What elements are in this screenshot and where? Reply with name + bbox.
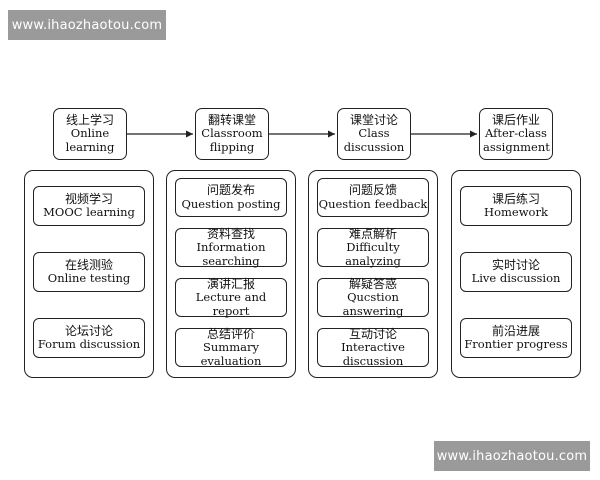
stage-after-class-assignment: 课后作业 After-class assignment — [479, 108, 553, 160]
step-label-en: MOOC learning — [43, 205, 135, 220]
step-information-searching: 资料查找 Information searching — [175, 226, 287, 268]
step-label-en: Qucstion answering — [342, 289, 404, 318]
stage-label-cn: 线上学习 — [65, 113, 114, 127]
step-label-en: Frontier progress — [464, 337, 568, 352]
stage-label-en: Class discussion — [343, 126, 405, 155]
step-label-en: Question posting — [181, 196, 281, 211]
step-label-en: Summary evaluation — [200, 339, 262, 368]
step-label-cn: 解疑答惑 — [348, 276, 397, 291]
step-question-answering: 解疑答惑 Qucstion answering — [317, 276, 429, 318]
step-label-en: Homework — [484, 205, 548, 220]
stage-classroom-flipping: 翻转课堂 Classroom flipping — [195, 108, 269, 160]
step-mooc-learning: 视频学习 MOOC learning — [33, 186, 145, 226]
step-label-cn: 难点解析 — [348, 226, 397, 241]
step-label-cn: 互动讨论 — [348, 326, 397, 341]
step-online-testing: 在线测验 Online testing — [33, 252, 145, 292]
stage-online-learning: 线上学习 Online learning — [53, 108, 127, 160]
step-summary-evaluation: 总结评价 Summary evaluation — [175, 326, 287, 368]
step-label-cn: 实时讨论 — [491, 257, 540, 272]
stage-label-cn: 翻转课堂 — [207, 113, 256, 127]
stage-label-cn: 课后作业 — [491, 113, 540, 127]
step-label-cn: 论坛讨论 — [64, 323, 113, 338]
step-frontier-progress: 前沿进展 Frontier progress — [460, 318, 572, 358]
step-label-en: Online testing — [47, 271, 131, 286]
stage-label-en: After-class assignment — [483, 126, 550, 155]
step-label-en: Forum discussion — [37, 337, 141, 352]
step-label-cn: 课后练习 — [491, 191, 540, 206]
step-label-en: Lecture and report — [195, 289, 267, 318]
watermark-bottom: www.ihaozhaotou.com — [434, 441, 590, 471]
step-question-feedback: 问题反馈 Question feedback — [317, 178, 429, 217]
stage-label-cn: 课堂讨论 — [349, 113, 398, 127]
step-difficulty-analyzing: 难点解析 Difficulty analyzing — [317, 226, 429, 268]
step-label-cn: 资料查找 — [206, 226, 255, 241]
step-interactive-discussion: 互动讨论 Interactive discussion — [317, 326, 429, 368]
stage-class-discussion: 课堂讨论 Class discussion — [337, 108, 411, 160]
step-forum-discussion: 论坛讨论 Forum discussion — [33, 318, 145, 358]
step-label-cn: 前沿进展 — [491, 323, 540, 338]
step-label-en: Information searching — [196, 239, 266, 268]
step-label-en: Question feedback — [318, 196, 428, 211]
step-label-cn: 视频学习 — [64, 191, 113, 206]
step-label-en: Interactive discussion — [341, 339, 405, 368]
step-label-cn: 总结评价 — [206, 326, 255, 341]
step-label-cn: 演讲汇报 — [206, 276, 255, 291]
step-label-en: Live discussion — [471, 271, 561, 286]
step-lecture-and-report: 演讲汇报 Lecture and report — [175, 276, 287, 318]
stage-label-en: Online learning — [65, 126, 115, 155]
stage-label-en: Classroom flipping — [201, 126, 263, 155]
step-label-cn: 在线测验 — [64, 257, 113, 272]
step-question-posting: 问题发布 Question posting — [175, 178, 287, 217]
step-label-cn: 问题反馈 — [348, 183, 397, 198]
watermark-top: www.ihaozhaotou.com — [8, 10, 166, 40]
step-live-discussion: 实时讨论 Live discussion — [460, 252, 572, 292]
step-label-en: Difficulty analyzing — [345, 239, 401, 268]
step-label-cn: 问题发布 — [206, 183, 255, 198]
step-homework: 课后练习 Homework — [460, 186, 572, 226]
